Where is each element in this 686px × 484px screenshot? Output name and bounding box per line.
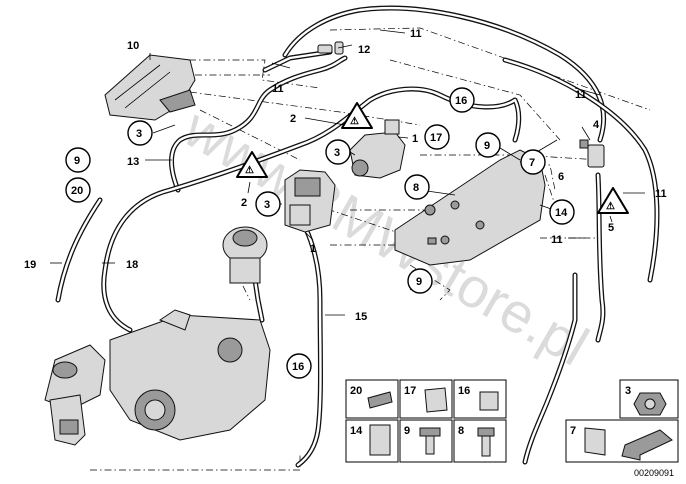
callout-5: 5 [608,222,614,234]
callout-circle-9 [65,147,91,173]
bracket-part [394,149,546,266]
connector-part [317,41,344,55]
callout-11: 11 [410,28,422,40]
callout-19: 19 [24,259,36,271]
callout-18: 18 [126,259,138,271]
callout-11: 11 [575,89,587,101]
pressure-converter-lower [284,169,336,233]
callout-circle-20 [65,177,91,203]
callout-circle-9 [475,132,501,158]
engine-cover-part [104,54,196,121]
callout-9: 9 [74,155,80,167]
callout-4: 4 [593,119,600,131]
callout-2: 2 [290,113,296,125]
legend-label-3: 3 [625,385,631,397]
callout-20: 20 [71,185,83,197]
callout-12: 12 [358,44,370,56]
callout-16: 16 [455,95,467,107]
arrow-icon [621,429,673,461]
callouts: 10 11 12 11 11 11 11 3 13 9 20 19 18 2 1… [24,28,667,379]
callout-circle-3 [127,120,153,146]
turbo-actuator [222,226,268,284]
callout-circle-9 [407,268,433,294]
svg-text:⚠: ⚠ [245,165,254,176]
svg-text:⚠: ⚠ [606,201,615,212]
legend-label-14: 14 [350,425,363,437]
diagram-code: 00209091 [634,468,674,478]
legend-label-17: 17 [404,385,416,397]
callout-17: 17 [430,132,442,144]
turbocharger [44,309,271,446]
warning-triangle-icon: ⚠ [236,151,268,178]
callout-circle-14 [549,199,575,225]
callout-circle-3 [255,191,281,217]
callout-circle-8 [404,174,430,200]
callout-16: 16 [292,361,304,373]
legend-label-16: 16 [458,385,470,397]
svg-text:⚠: ⚠ [350,116,359,127]
callout-7: 7 [529,157,535,169]
callout-circle-7 [520,149,546,175]
parts-legend: 20 17 16 14 9 8 3 7 [345,379,679,463]
callout-circle-17 [424,124,450,150]
legend-cell-8 [453,419,507,463]
warning-triangle-icon: ⚠ [597,187,629,214]
legend-label-20: 20 [350,385,362,397]
callout-9: 9 [416,276,422,288]
callout-2: 2 [241,197,247,209]
pressure-converter-upper [349,119,406,179]
callout-13: 13 [127,156,139,168]
callout-3: 3 [334,147,340,159]
callout-11: 11 [551,234,563,246]
hoses [55,5,660,468]
callout-9: 9 [484,140,490,152]
legend-label-7: 7 [570,425,576,437]
callout-15: 15 [355,311,367,323]
callout-8: 8 [413,182,419,194]
callout-circle-16 [286,353,312,379]
callout-11: 11 [655,188,667,200]
callout-11: 11 [272,83,284,95]
callout-1: 1 [412,133,418,145]
callout-circle-3 [325,139,351,165]
callout-3: 3 [136,128,142,140]
callout-6: 6 [558,171,564,183]
callout-10: 10 [127,40,139,52]
warning-triangle-icon: ⚠ [341,102,373,129]
callout-3: 3 [264,199,270,211]
callout-circle-16 [449,87,475,113]
callout-1: 1 [310,243,316,255]
valve-part [579,139,605,168]
legend-label-8: 8 [458,425,464,437]
legend-label-9: 9 [404,425,410,437]
callout-14: 14 [555,207,568,219]
